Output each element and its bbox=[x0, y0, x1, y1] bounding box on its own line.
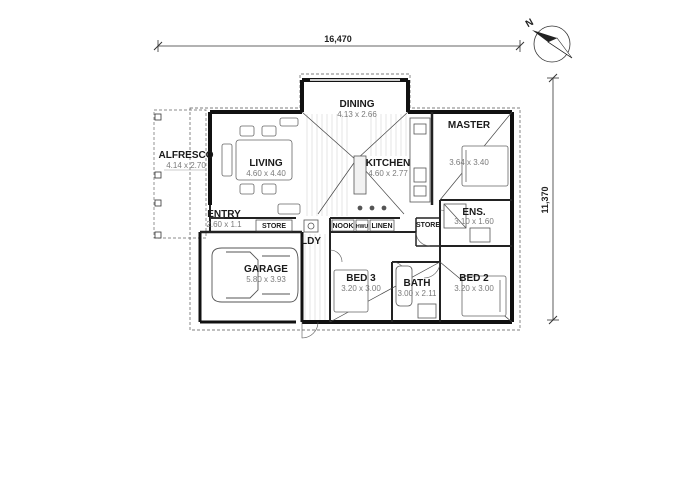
room-label-alfresco: ALFRESCO 4.14 x 2.70 bbox=[159, 150, 214, 170]
entry-name: ENTRY bbox=[207, 209, 241, 220]
alfresco-size: 4.14 x 2.70 bbox=[166, 161, 206, 170]
living-furniture bbox=[221, 117, 301, 215]
room-label-bed2: BED 2 3.20 x 3.00 bbox=[454, 273, 494, 293]
bed2-size: 3.20 x 3.00 bbox=[454, 284, 494, 293]
wet-area-fittings bbox=[303, 203, 491, 319]
ens-size: 3.10 x 1.60 bbox=[454, 217, 494, 226]
nook-label: NOOK bbox=[333, 223, 354, 230]
linen-label: LINEN bbox=[372, 223, 393, 230]
width-dimension-label: 16,470 bbox=[324, 34, 352, 44]
bed3-size: 3.20 x 3.00 bbox=[341, 284, 381, 293]
small-labels: STORE LDY NOOK HWU LINEN STORE bbox=[255, 219, 440, 247]
car-outline bbox=[211, 247, 299, 303]
garage-name: GARAGE bbox=[244, 264, 288, 275]
kitchen-size: 4.60 x 2.77 bbox=[368, 169, 408, 178]
room-label-living: LIVING 4.60 x 4.40 bbox=[246, 158, 286, 178]
room-label-ens: ENS. 3.10 x 1.60 bbox=[454, 207, 494, 226]
interior-walls bbox=[200, 112, 512, 322]
room-label-bed3: BED 3 3.20 x 3.00 bbox=[341, 273, 381, 293]
living-size: 4.60 x 4.40 bbox=[246, 169, 286, 178]
north-label: N bbox=[524, 17, 536, 30]
floor-hatch bbox=[304, 114, 407, 320]
alfresco-name: ALFRESCO bbox=[159, 150, 214, 161]
room-label-entry: ENTRY 2.60 x 1.1 bbox=[206, 209, 242, 229]
dining-size: 4.13 x 2.66 bbox=[337, 110, 377, 119]
room-label-dining: DINING 4.13 x 2.66 bbox=[337, 99, 377, 119]
ldy-label: LDY bbox=[301, 236, 321, 247]
master-size: 3.64 x 3.40 bbox=[449, 158, 489, 167]
garage-size: 5.80 x 3.93 bbox=[246, 275, 286, 284]
kitchen-name: KITCHEN bbox=[366, 158, 410, 169]
width-dimension: 16,470 bbox=[153, 34, 525, 52]
room-label-kitchen: KITCHEN 4.60 x 2.77 bbox=[366, 158, 410, 178]
bed3-name: BED 3 bbox=[346, 273, 376, 284]
store-label-hall: STORE bbox=[262, 223, 286, 230]
store-label-ensuite: STORE bbox=[416, 222, 440, 229]
dining-name: DINING bbox=[340, 99, 375, 110]
depth-dimension-label: 11,370 bbox=[540, 186, 550, 213]
ens-name: ENS. bbox=[462, 207, 486, 218]
room-label-garage: GARAGE 5.80 x 3.93 bbox=[244, 264, 288, 284]
bath-name: BATH bbox=[403, 278, 430, 289]
bed2-name: BED 2 bbox=[459, 273, 489, 284]
bath-size: 3.00 x 2.11 bbox=[398, 289, 438, 298]
north-arrow-icon: N bbox=[524, 17, 573, 63]
outer-walls bbox=[198, 78, 514, 324]
depth-dimension: 11,370 bbox=[540, 73, 559, 325]
hwu-label: HWU bbox=[356, 224, 368, 230]
room-label-master: MASTER 3.64 x 3.40 bbox=[448, 120, 491, 167]
living-name: LIVING bbox=[249, 158, 283, 169]
alfresco-area bbox=[153, 109, 207, 239]
entry-size: 2.60 x 1.1 bbox=[206, 220, 242, 229]
kitchen-fittings bbox=[353, 117, 431, 211]
room-label-bath: BATH 3.00 x 2.11 bbox=[398, 278, 438, 298]
bedroom-furniture bbox=[333, 145, 509, 317]
master-name: MASTER bbox=[448, 120, 491, 131]
